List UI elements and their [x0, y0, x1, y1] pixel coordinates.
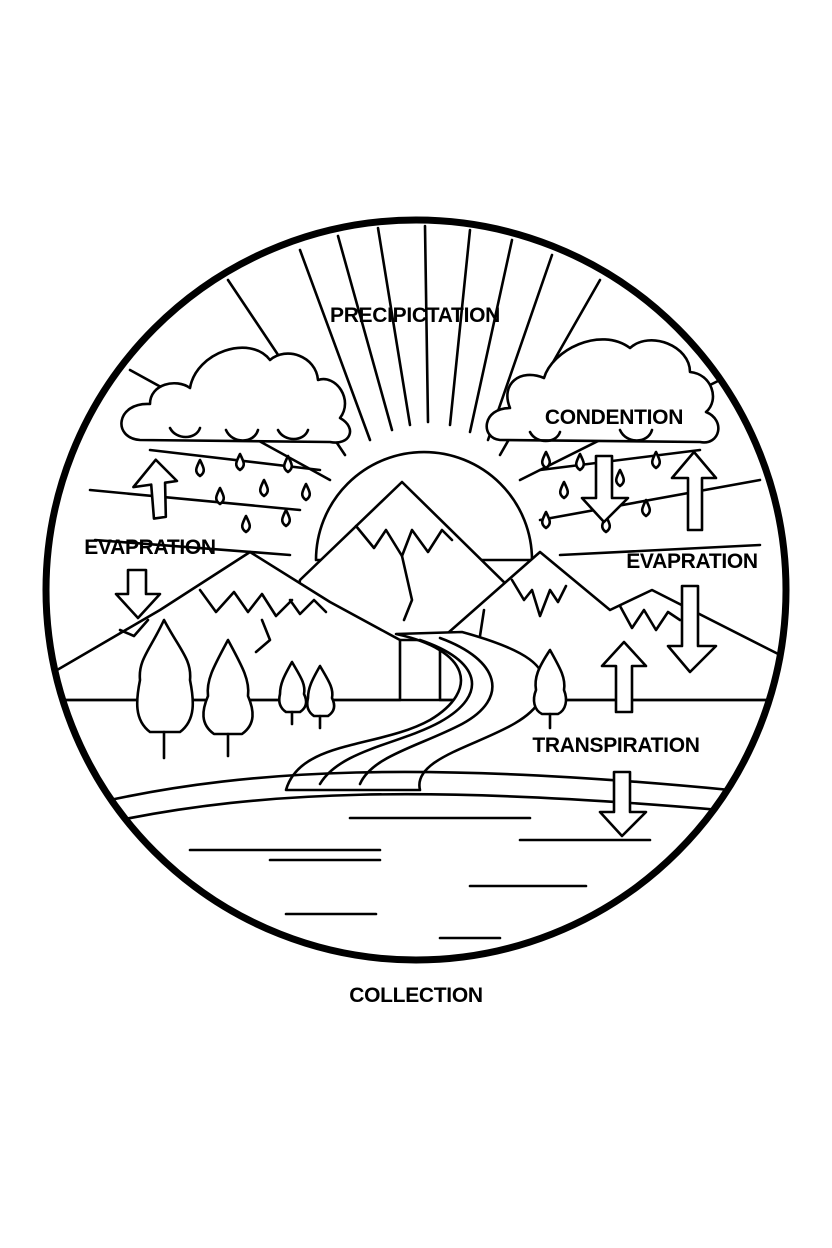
label-transpiration: TRANSPIRATION	[532, 734, 699, 757]
label-evaporation-right: EVAPRATION	[626, 550, 758, 573]
lake-lines	[188, 816, 652, 940]
tree-icon	[202, 638, 254, 758]
arrow-down-icon	[114, 568, 162, 620]
label-collection: COLLECTION	[349, 984, 483, 1007]
tree-icon	[135, 618, 195, 760]
label-precipitation: PRECIPICTATION	[330, 304, 500, 327]
arrow-up-icon	[132, 458, 179, 520]
raindrops	[194, 450, 662, 534]
cloud-icon	[120, 346, 352, 444]
cycle-border	[42, 216, 790, 964]
tree-icon	[277, 660, 308, 726]
cloud-icon	[485, 338, 720, 444]
arrow-up-icon	[670, 450, 718, 532]
label-evaporation-left: EVAPRATION	[84, 536, 216, 559]
trees	[135, 618, 568, 760]
tree-icon	[532, 648, 568, 730]
tree-icon	[305, 664, 336, 730]
ground-lines	[108, 770, 732, 822]
arrow-down-icon	[666, 584, 718, 674]
arrow-down-icon	[580, 454, 630, 524]
label-condensation: CONDENTION	[545, 406, 683, 429]
arrow-down-icon	[598, 770, 648, 838]
arrow-up-icon	[600, 640, 648, 714]
